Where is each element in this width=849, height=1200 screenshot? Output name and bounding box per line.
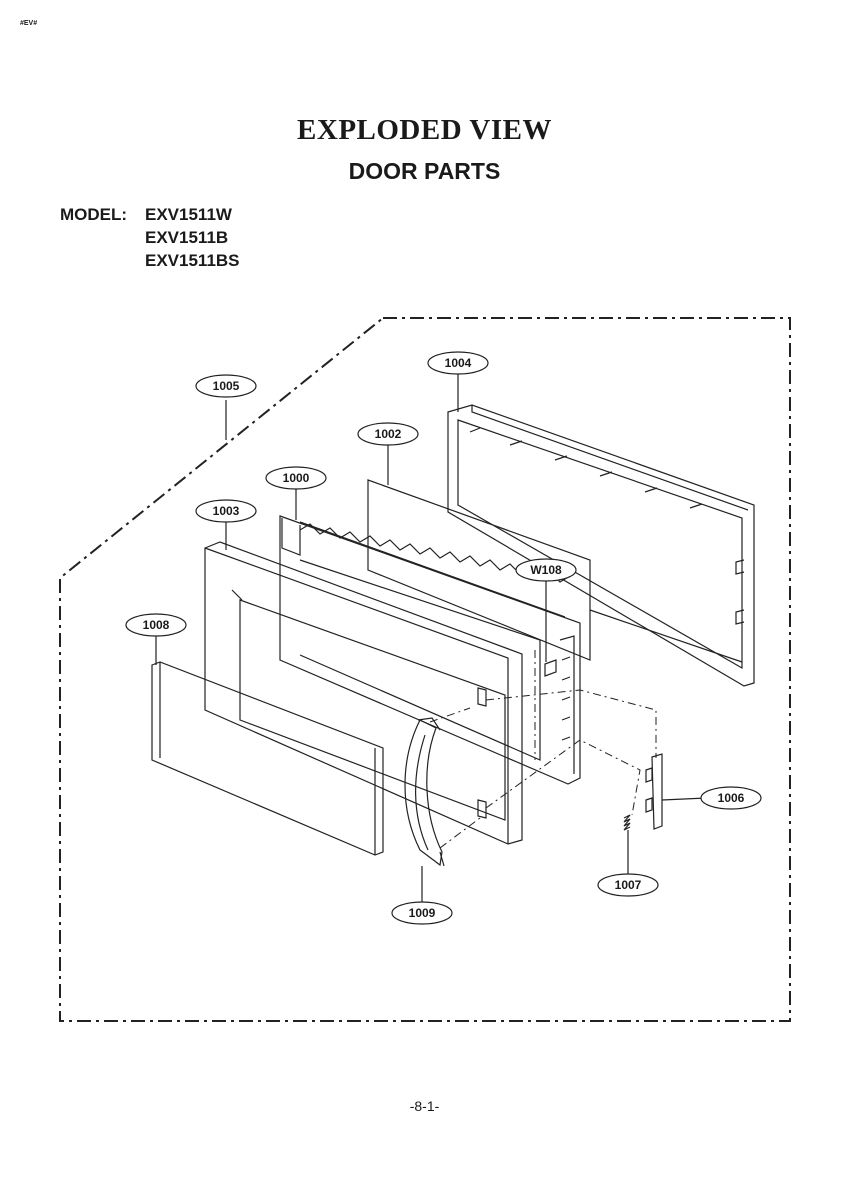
part-1004-door-frame bbox=[447, 404, 755, 687]
model-block: MODEL: EXV1511W EXV1511B EXV1511BS bbox=[60, 203, 240, 272]
callout-1006: 1006 bbox=[700, 786, 762, 810]
callout-label: 1007 bbox=[615, 878, 642, 892]
callout-1000: 1000 bbox=[265, 466, 327, 490]
callout-label: W108 bbox=[530, 563, 562, 577]
callout-1009: 1009 bbox=[391, 901, 453, 925]
part-w108-screw bbox=[544, 659, 557, 677]
callout-oval bbox=[700, 786, 762, 810]
part-1002-glass-panel bbox=[367, 479, 591, 661]
page-number: -8-1- bbox=[409, 1098, 440, 1114]
part-1000-inner-frame bbox=[279, 515, 581, 785]
model-label: MODEL: bbox=[60, 205, 128, 224]
page-subtitle: DOOR PARTS bbox=[348, 158, 501, 184]
model-number: EXV1511B bbox=[145, 228, 229, 247]
assembly-boundary bbox=[59, 317, 791, 1022]
model-row: MODEL: EXV1511W bbox=[60, 203, 240, 226]
callout-oval bbox=[391, 901, 453, 925]
callout-oval bbox=[597, 873, 659, 897]
model-row: EXV1511B bbox=[60, 226, 240, 249]
callout-1005: 1005 bbox=[195, 374, 257, 398]
callout-oval bbox=[195, 374, 257, 398]
model-number: EXV1511BS bbox=[145, 251, 240, 270]
callout-label: 1006 bbox=[718, 791, 745, 805]
callout-oval bbox=[195, 499, 257, 523]
model-row: EXV1511BS bbox=[60, 249, 240, 272]
part-1003-door-front bbox=[204, 541, 523, 845]
corner-mark: #EV# bbox=[20, 20, 38, 27]
leader-lines bbox=[155, 372, 707, 903]
callout-label: 1002 bbox=[375, 427, 402, 441]
callout-label: 1009 bbox=[409, 906, 436, 920]
callout-oval bbox=[125, 613, 187, 637]
callout-label: 1008 bbox=[143, 618, 170, 632]
part-1009-handle bbox=[404, 717, 445, 867]
callout-1007: 1007 bbox=[597, 873, 659, 897]
callout-label: 1003 bbox=[213, 504, 240, 518]
part-1006-latch bbox=[645, 753, 663, 830]
part-1007-spring bbox=[623, 814, 631, 831]
callout-1004: 1004 bbox=[427, 351, 489, 375]
callout-w108: W108 bbox=[515, 558, 577, 582]
callout-oval bbox=[515, 558, 577, 582]
callout-oval bbox=[265, 466, 327, 490]
assembly-lines bbox=[429, 650, 657, 849]
callout-label: 1004 bbox=[445, 356, 472, 370]
callout-1002: 1002 bbox=[357, 422, 419, 446]
callout-1008: 1008 bbox=[125, 613, 187, 637]
page-title: EXPLODED VIEW bbox=[297, 114, 552, 146]
callout-oval bbox=[427, 351, 489, 375]
callout-1003: 1003 bbox=[195, 499, 257, 523]
callout-label: 1005 bbox=[213, 379, 240, 393]
part-1008-front-cover bbox=[151, 661, 384, 856]
model-number: EXV1511W bbox=[145, 205, 232, 224]
callout-oval bbox=[357, 422, 419, 446]
callout-label: 1000 bbox=[283, 471, 310, 485]
